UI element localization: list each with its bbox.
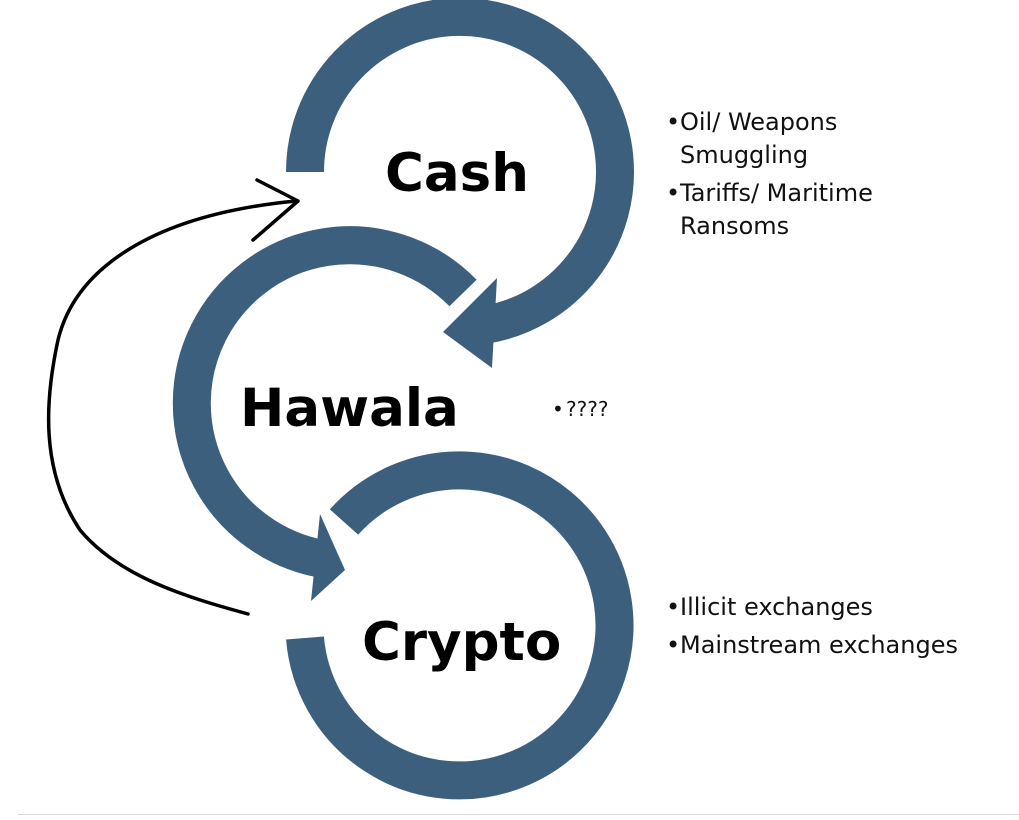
hawala-ring — [172, 226, 477, 579]
crypto-ring — [286, 451, 634, 800]
crypto-note-item: Mainstream exchanges — [666, 629, 966, 662]
cash-notes: Oil/ Weapons Smuggling Tariffs/ Maritime… — [666, 106, 966, 248]
hand-drawn-return-arrow — [46, 199, 298, 616]
cash-ring — [286, 0, 634, 344]
hand-drawn-arrowhead — [251, 178, 300, 242]
crypto-notes: Illicit exchanges Mainstream exchanges — [666, 591, 966, 667]
hawala-note-item: ???? — [552, 397, 702, 421]
bottom-divider — [18, 814, 1019, 815]
cash-label: Cash — [385, 143, 529, 204]
crypto-note-item: Illicit exchanges — [666, 591, 966, 624]
cash-note-item: Tariffs/ Maritime Ransoms — [666, 177, 966, 243]
hawala-notes: ???? — [552, 397, 702, 426]
crypto-label: Crypto — [362, 612, 562, 673]
hawala-label: Hawala — [240, 378, 459, 439]
cash-arrowhead — [443, 278, 497, 368]
cash-note-item: Oil/ Weapons Smuggling — [666, 106, 966, 172]
hawala-arrowhead — [311, 514, 345, 601]
